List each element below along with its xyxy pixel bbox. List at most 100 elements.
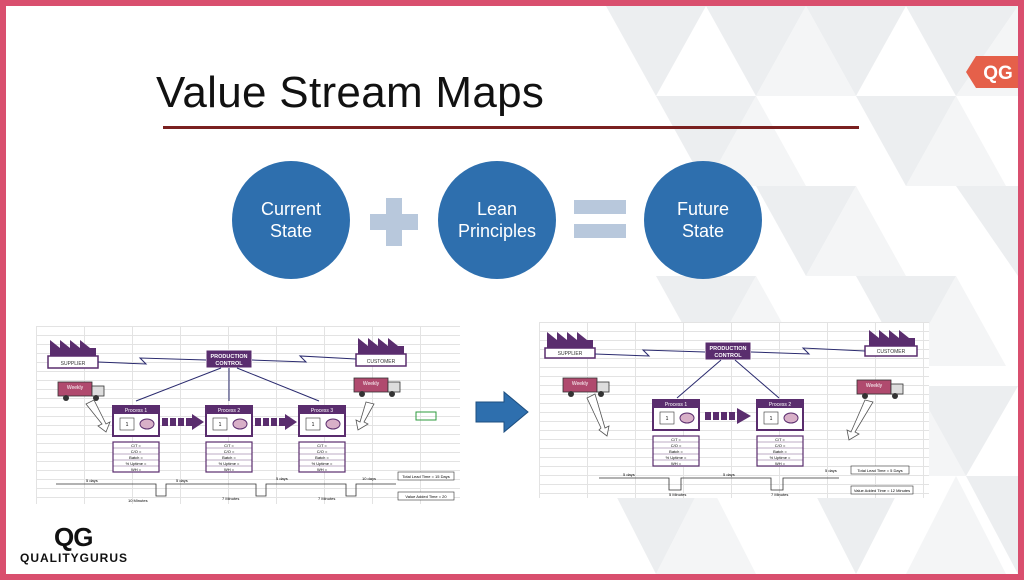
timeline [599, 477, 839, 491]
supplier-factory-icon: SUPPLIER [47, 340, 99, 369]
supplier-factory-icon: SUPPLIER [544, 332, 596, 359]
selected-cell [415, 411, 437, 421]
svg-text:Batch =: Batch = [773, 449, 787, 454]
svg-text:1: 1 [219, 422, 222, 428]
svg-text:1: 1 [126, 422, 129, 428]
process-1-box: Process 1 1 [112, 405, 160, 437]
svg-text:7 Minutes: 7 Minutes [771, 492, 788, 497]
plus-operator [370, 198, 418, 246]
svg-text:Batch =: Batch = [315, 455, 329, 460]
svg-text:C/O =: C/O = [671, 443, 682, 448]
svg-text:5 days: 5 days [825, 468, 837, 473]
svg-text:C/O =: C/O = [775, 443, 786, 448]
supplier-truck-icon: Weekly [562, 377, 610, 397]
svg-text:10 Minutes: 10 Minutes [128, 498, 148, 503]
svg-text:Weekly: Weekly [866, 383, 883, 389]
svg-text:WH =: WH = [775, 461, 786, 466]
svg-text:C/O =: C/O = [317, 449, 328, 454]
svg-text:% Uptime =: % Uptime = [312, 461, 333, 466]
svg-text:WH =: WH = [671, 461, 682, 466]
production-control-box: PRODUCTION CONTROL [205, 349, 253, 369]
customer-truck-icon: Weekly [353, 377, 401, 397]
current-state-map: SUPPLIER CUSTOMER PRODUCTION CONTROL [36, 326, 460, 504]
svg-text:% Uptime =: % Uptime = [126, 461, 147, 466]
svg-text:Weekly: Weekly [572, 381, 589, 387]
svg-text:C/T =: C/T = [131, 443, 141, 448]
svg-text:WH =: WH = [317, 467, 328, 472]
svg-text:CUSTOMER: CUSTOMER [877, 349, 906, 355]
svg-text:Batch =: Batch = [669, 449, 683, 454]
process-2-box: Process 2 1 [205, 405, 253, 437]
current-state-circle: Current State [232, 161, 350, 279]
svg-text:C/T =: C/T = [317, 443, 327, 448]
customer-label: CUSTOMER [367, 359, 396, 365]
svg-text:C/T =: C/T = [671, 437, 681, 442]
svg-text:Weekly: Weekly [67, 385, 84, 391]
data-box-2: C/T = C/O = Batch = % Uptime = WH = [205, 441, 253, 473]
svg-text:Weekly: Weekly [363, 381, 380, 387]
svg-text:5 Minutes: 5 Minutes [669, 492, 686, 497]
customer-factory-icon: CUSTOMER [864, 330, 918, 357]
info-flow-customer [251, 355, 357, 363]
svg-text:% Uptime =: % Uptime = [770, 455, 791, 460]
info-flow-supplier [97, 357, 207, 365]
value-added-time: Value Added Time = 20 [405, 494, 447, 499]
svg-text:Process 2: Process 2 [218, 408, 240, 414]
svg-text:10 days: 10 days [362, 476, 376, 481]
svg-text:CONTROL: CONTROL [714, 353, 742, 359]
value-added-time: Value Added Time = 12 Minutes [854, 488, 910, 493]
future-state-label: Future State [676, 199, 730, 241]
lean-principles-circle: Lean Principles [438, 161, 556, 279]
svg-text:Process 1: Process 1 [665, 402, 687, 408]
svg-text:C/O =: C/O = [131, 449, 142, 454]
process-1-box: Process 1 1 [652, 399, 700, 431]
svg-text:Batch =: Batch = [129, 455, 143, 460]
svg-text:Process 3: Process 3 [311, 408, 333, 414]
logo-text: QUALITYGURUS [20, 551, 128, 565]
svg-text:PRODUCTION: PRODUCTION [710, 346, 747, 352]
current-state-label: Current State [260, 199, 322, 241]
svg-text:Process 2: Process 2 [769, 402, 791, 408]
lean-principles-label: Lean Principles [457, 199, 537, 241]
qualitygurus-logo: QG QUALITYGURUS [20, 522, 128, 565]
svg-text:SUPPLIER: SUPPLIER [558, 351, 583, 357]
svg-text:5 days: 5 days [623, 472, 635, 477]
timeline [56, 483, 396, 497]
total-lead-time: Total Lead Time = 15 Days [402, 474, 449, 479]
customer-factory-icon: CUSTOMER [355, 338, 407, 367]
svg-text:Batch =: Batch = [222, 455, 236, 460]
svg-text:PRODUCTION: PRODUCTION [211, 354, 248, 360]
data-box-1: C/T = C/O = Batch = % Uptime = WH = [112, 441, 160, 473]
title-underline [163, 126, 859, 129]
svg-text:1: 1 [312, 422, 315, 428]
equals-operator [574, 200, 626, 238]
customer-truck-icon: Weekly [856, 379, 904, 399]
data-box-1: C/T = C/O = Batch = % Uptime = WH = [652, 435, 700, 467]
data-box-2: C/T = C/O = Batch = % Uptime = WH = [756, 435, 804, 467]
total-lead-time: Total Lead Time = 5 Days [857, 468, 902, 473]
svg-text:1: 1 [666, 416, 669, 422]
svg-text:5 days: 5 days [723, 472, 735, 477]
transition-arrow-icon [475, 390, 529, 434]
svg-text:1: 1 [770, 416, 773, 422]
svg-text:WH =: WH = [224, 467, 235, 472]
process-2-box: Process 2 1 [756, 399, 804, 431]
svg-text:5 days: 5 days [276, 476, 288, 481]
future-state-map: SUPPLIER CUSTOMER PRODUCTION CONTROL Wee… [539, 322, 929, 498]
logo-mark: QG [54, 522, 93, 552]
svg-text:C/O =: C/O = [224, 449, 235, 454]
supplier-truck-icon: Weekly [57, 381, 105, 401]
svg-text:WH =: WH = [131, 467, 142, 472]
qg-badge-logo: QG [966, 56, 1018, 88]
svg-text:% Uptime =: % Uptime = [219, 461, 240, 466]
svg-text:C/T =: C/T = [775, 437, 785, 442]
svg-text:7 Minutes: 7 Minutes [222, 496, 239, 501]
page-title: Value Stream Maps [156, 68, 545, 117]
supplier-label: SUPPLIER [61, 361, 86, 367]
process-3-box: Process 3 1 [298, 405, 346, 437]
svg-text:Process 1: Process 1 [125, 408, 147, 414]
svg-text:5 days: 5 days [176, 478, 188, 483]
production-control-box: PRODUCTION CONTROL [704, 341, 752, 361]
svg-text:CONTROL: CONTROL [215, 361, 243, 367]
